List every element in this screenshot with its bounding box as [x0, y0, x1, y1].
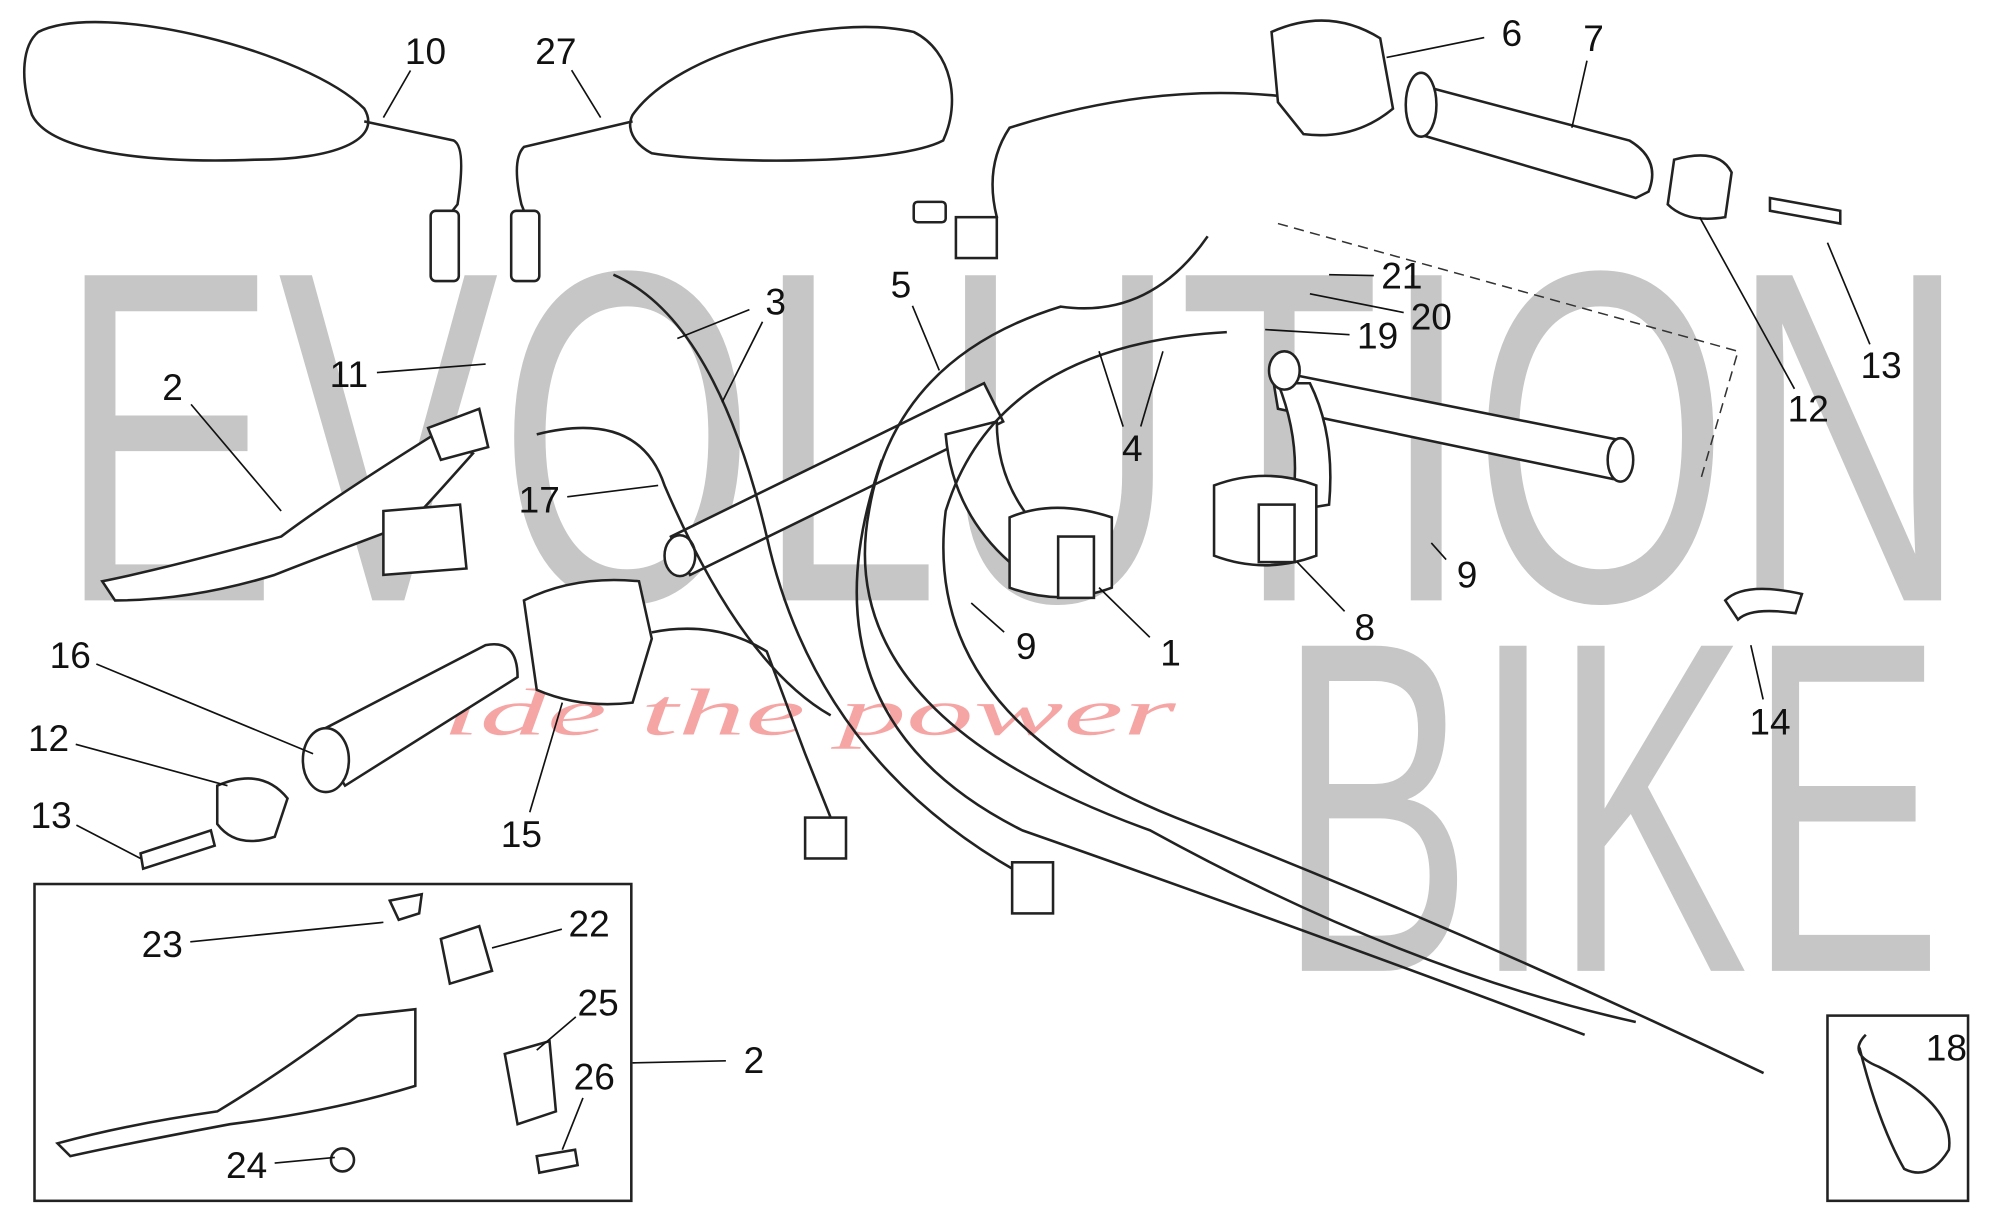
- callout-label: 20: [1411, 296, 1452, 338]
- clamp-8: [1212, 474, 1318, 567]
- leader-line: [274, 1156, 335, 1164]
- clamp-1: [1008, 506, 1114, 600]
- callout-label: 13: [31, 794, 72, 836]
- left-switch: [522, 578, 848, 860]
- callout-label: 14: [1749, 701, 1790, 743]
- callout-label: 16: [50, 634, 91, 676]
- leader-line: [632, 1059, 726, 1064]
- bar-end-right: [1666, 154, 1842, 226]
- watermark-brand-bottom: BIKE: [1278, 544, 1943, 1072]
- callout-label: 9: [1457, 554, 1478, 596]
- callout-label: 11: [330, 353, 368, 395]
- mirror-right: [509, 25, 954, 283]
- callout-label: 10: [405, 30, 446, 72]
- leader-line: [536, 1016, 577, 1051]
- leader-line: [1749, 644, 1764, 700]
- spring-inset-box: [1826, 1014, 1970, 1203]
- mirror-left: [22, 20, 463, 283]
- callout-label: 18: [1926, 1026, 1967, 1068]
- watermark: EVOLUTION BIKE ride the power: [58, 173, 1969, 1071]
- callout-label: 2: [744, 1039, 765, 1081]
- leader-line: [567, 484, 659, 498]
- callout-label: 17: [519, 478, 560, 520]
- leader-line: [1098, 587, 1151, 638]
- leader-line: [1309, 293, 1404, 314]
- leader-line: [190, 921, 384, 943]
- callout-label: 3: [765, 280, 786, 322]
- leader-line: [1265, 328, 1350, 336]
- right-grip: [1404, 71, 1654, 200]
- callout-label: 22: [569, 902, 610, 944]
- cables: [536, 235, 1765, 1075]
- callout-label: 1: [1160, 632, 1181, 674]
- callout-label: 26: [574, 1056, 615, 1098]
- leader-line: [677, 308, 750, 340]
- callout-label: 6: [1502, 12, 1523, 54]
- callout-label: 27: [535, 30, 576, 72]
- leader-line: [570, 69, 602, 118]
- leader-line: [75, 743, 228, 787]
- callout-label: 12: [28, 717, 69, 759]
- watermark-tagline: ride the power: [390, 677, 1178, 750]
- callout-label: 12: [1788, 388, 1829, 430]
- watermark-brand-top: EVOLUTION: [58, 173, 1969, 701]
- left-lever: [100, 407, 490, 602]
- callout-label: 9: [1016, 625, 1037, 667]
- callout-label: 2: [162, 366, 183, 408]
- callout-label: 25: [577, 982, 618, 1024]
- leader-line: [1430, 542, 1447, 561]
- right-switch: [912, 19, 1395, 260]
- leader-line: [376, 363, 486, 374]
- leader-line: [1826, 242, 1871, 345]
- left-grip: [139, 642, 519, 871]
- leader-line: [1139, 351, 1164, 427]
- leader-line: [721, 321, 764, 403]
- leader-line: [1386, 36, 1485, 59]
- leader-line: [970, 602, 1005, 633]
- callout-label: 5: [891, 264, 912, 306]
- leader-line: [1098, 351, 1124, 427]
- leader-line: [528, 702, 564, 813]
- leader-line: [911, 305, 941, 371]
- leader-line: [561, 1097, 584, 1151]
- leader-line: [76, 824, 141, 860]
- leader-line: [1571, 60, 1588, 128]
- lever-inset-box: [33, 882, 633, 1203]
- callout-label: 8: [1355, 606, 1376, 648]
- callout-label: 7: [1583, 17, 1604, 59]
- callout-label: 24: [226, 1144, 267, 1186]
- callout-label: 13: [1861, 344, 1902, 386]
- callout-label: 4: [1122, 427, 1143, 469]
- leader-line: [190, 403, 282, 512]
- leader-line: [1329, 273, 1374, 277]
- callout-label: 23: [142, 923, 183, 965]
- callout-label: 21: [1381, 255, 1422, 297]
- cable-clip: [1723, 587, 1804, 622]
- leader-line: [382, 70, 412, 118]
- callout-label: 19: [1357, 315, 1398, 357]
- leader-line: [1698, 216, 1796, 390]
- leader-line: [96, 663, 314, 755]
- leader-line: [491, 928, 563, 949]
- callout-label: 15: [501, 813, 542, 855]
- leader-line: [1296, 561, 1346, 612]
